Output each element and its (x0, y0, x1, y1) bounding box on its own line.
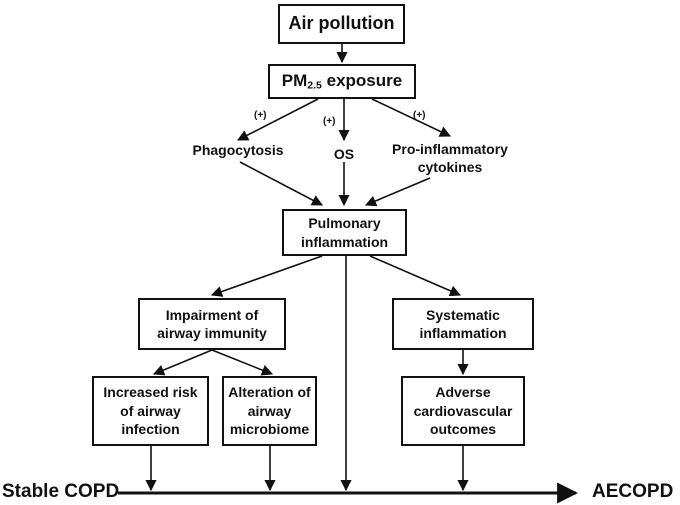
systematic-inflammation-label: Systematic inflammation (419, 306, 507, 341)
air-pollution-label: Air pollution (288, 13, 395, 34)
arrow-pulmonary-to-impairment (210, 255, 323, 297)
impairment-label: Impairment of airway immunity (157, 306, 267, 341)
microbiome-box: Alteration of airway microbiome (222, 376, 317, 446)
plus-label-cytokines: (+) (413, 110, 426, 121)
pulmonary-inflammation-box: Pulmonary inflammation (282, 209, 407, 256)
cardiovascular-label: Adverse cardiovascular outcomes (413, 384, 513, 438)
axis-start-label: Stable COPD (2, 481, 120, 502)
arrow-pm-to-cytokines (371, 98, 452, 137)
arrow-pm-to-phagocytosis (237, 98, 319, 141)
infection-risk-label: Increased risk of airway infection (103, 384, 198, 438)
pm-exposure-label: PM2.5 exposure (281, 70, 403, 92)
axis-end-label: AECOPD (592, 481, 674, 502)
microbiome-label: Alteration of airway microbiome (228, 384, 311, 438)
plus-label-os: (+) (323, 116, 336, 127)
plus-label-phagocytosis: (+) (254, 110, 267, 121)
cardiovascular-box: Adverse cardiovascular outcomes (401, 376, 525, 446)
arrow-impairment-to-infection (152, 349, 213, 376)
systematic-inflammation-box: Systematic inflammation (392, 298, 534, 350)
air-pollution-box: Air pollution (278, 4, 405, 44)
arrow-impairment-to-microbiome (211, 349, 274, 376)
pm-exposure-box: PM2.5 exposure (268, 64, 416, 99)
impairment-box: Impairment of airway immunity (138, 298, 286, 350)
arrow-cytokines-to-pulmonary (364, 177, 431, 207)
arrow-pulmonary-to-systematic (369, 255, 462, 297)
cytokines-label: Pro-inflammatory cytokines (392, 141, 508, 176)
infection-risk-box: Increased risk of airway infection (92, 376, 209, 446)
os-label: OS (333, 146, 355, 162)
phagocytosis-label: Phagocytosis (192, 142, 284, 158)
arrow-phagocytosis-to-pulmonary (239, 161, 323, 206)
pulmonary-inflammation-label: Pulmonary inflammation (300, 215, 389, 250)
